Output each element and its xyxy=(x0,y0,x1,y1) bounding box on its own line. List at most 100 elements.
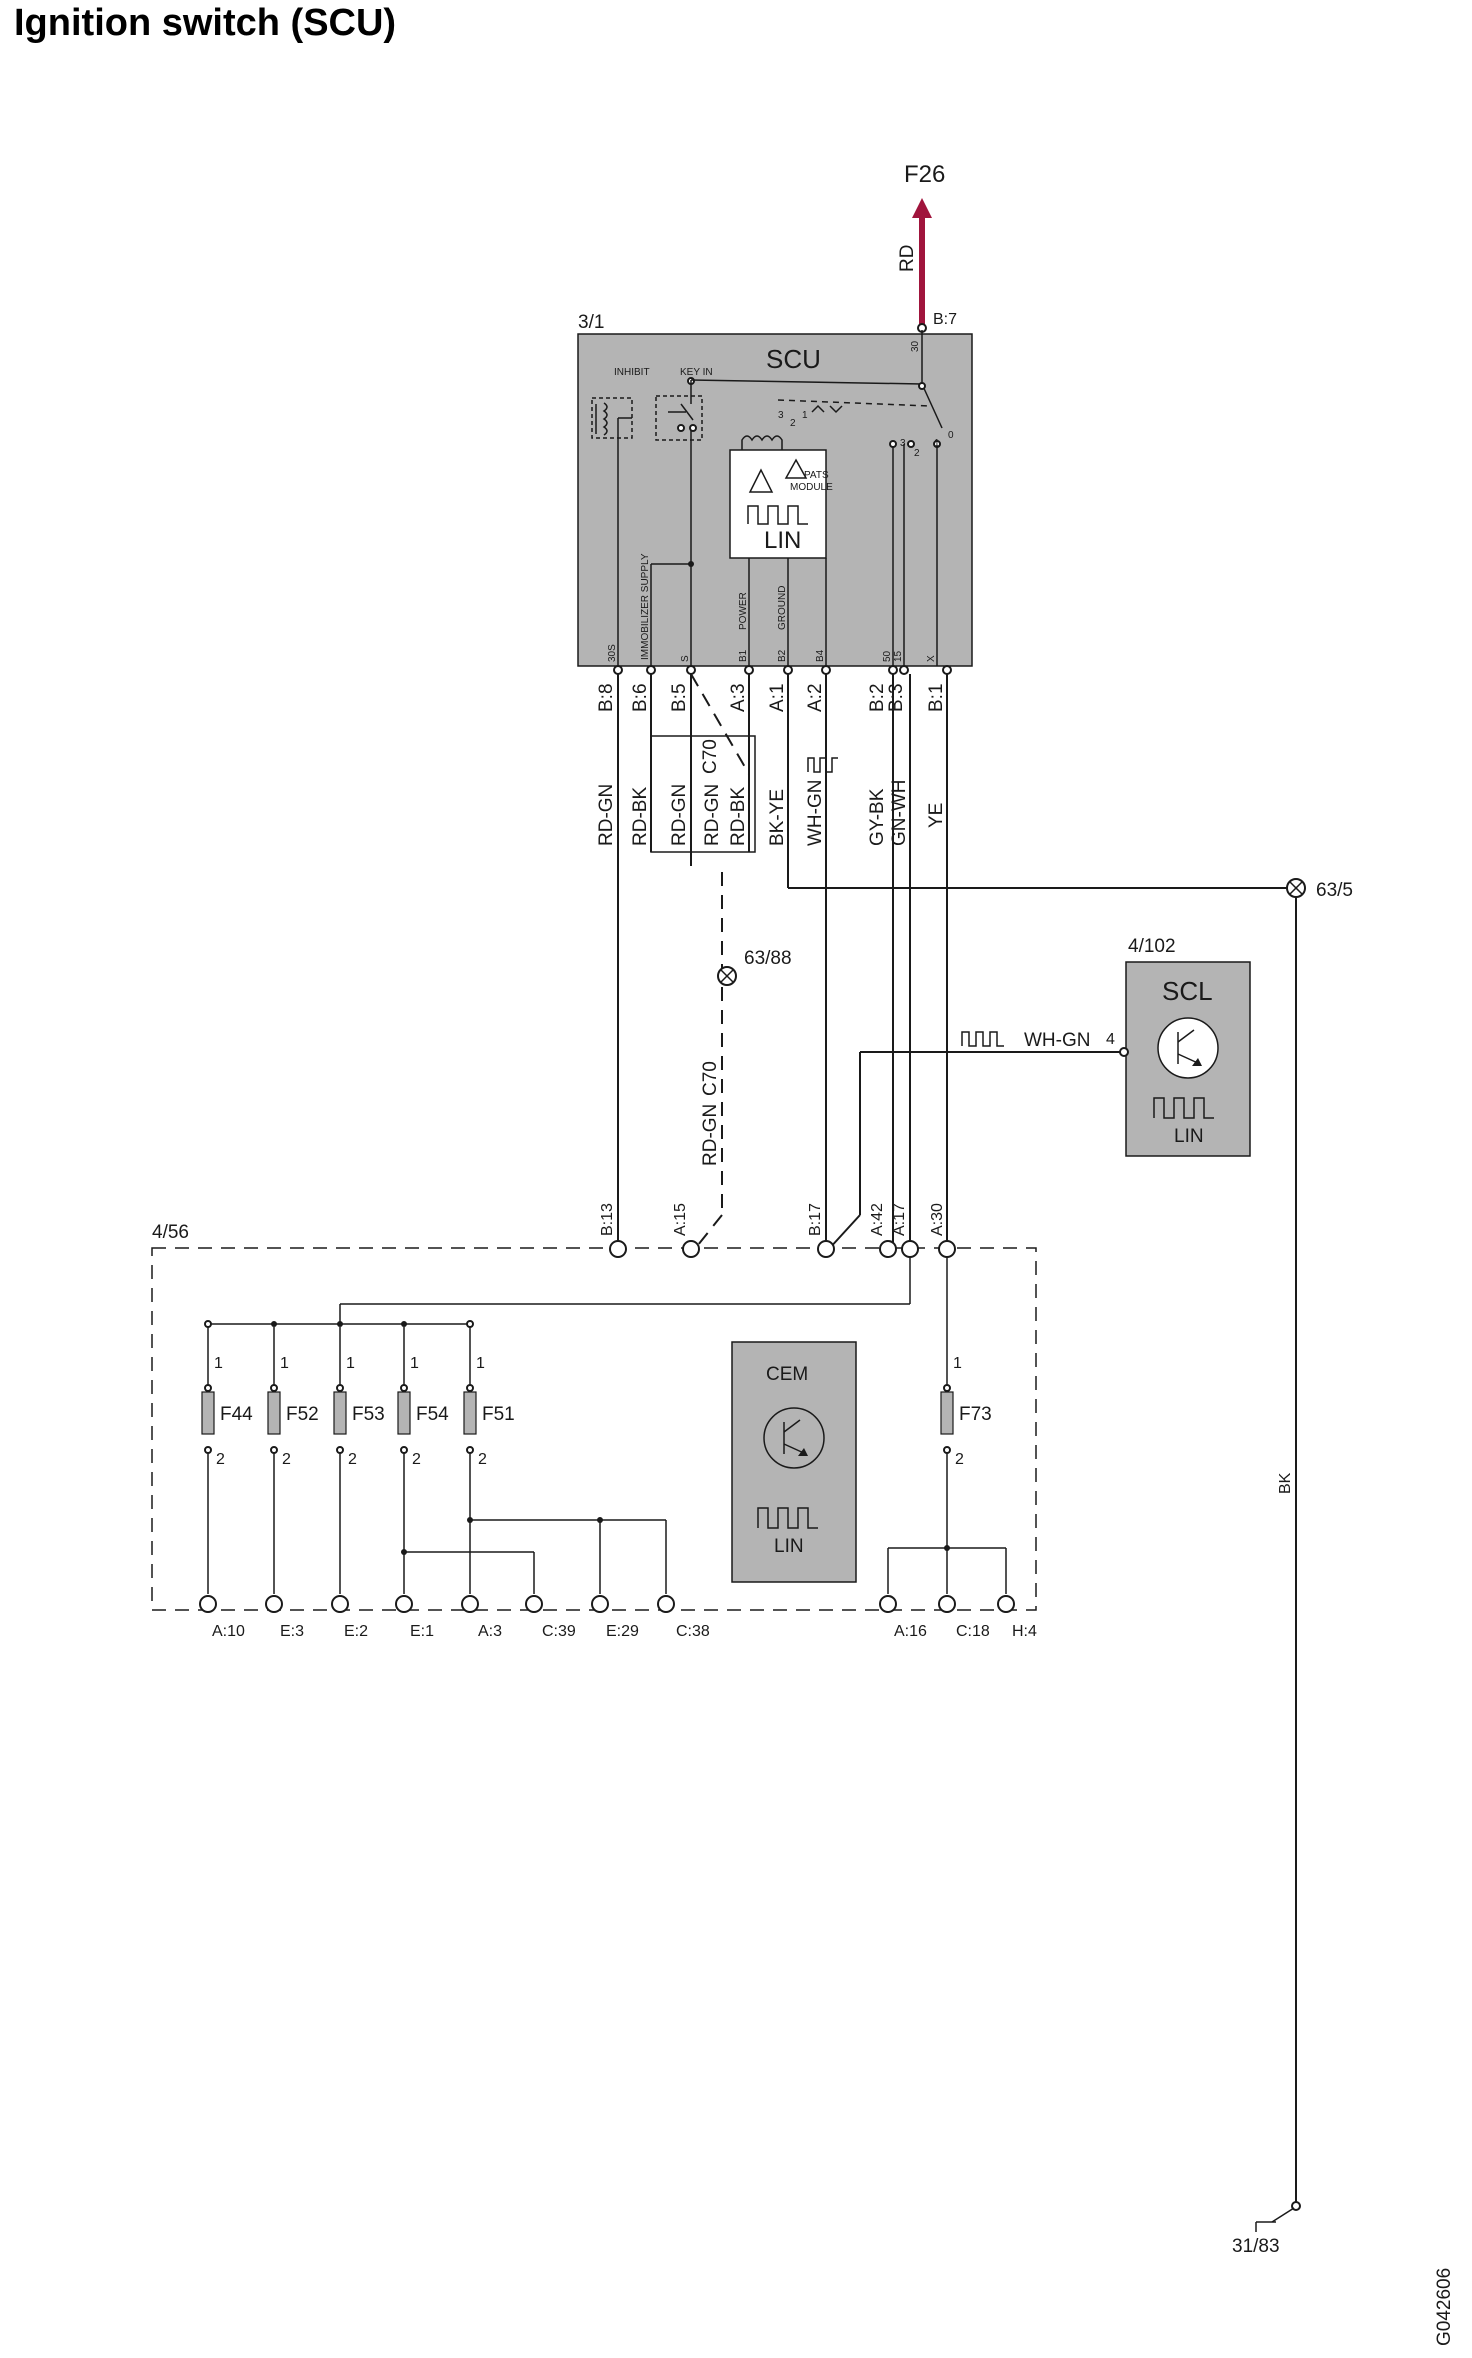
ground-63-5: 63/5 xyxy=(1286,878,1353,901)
cem-bottom-c18: C:18 xyxy=(956,1623,990,1640)
scu-pin-30s: 30S xyxy=(607,644,618,662)
pats-lin-label: LIN xyxy=(764,527,801,554)
scl-transistor-icon xyxy=(1157,1017,1219,1079)
warning-triangle-icon xyxy=(748,468,774,493)
f26-feed: F26 RD B:7 xyxy=(897,161,957,333)
ignition-rotary-switch-icon: 3 2 1 0 3 2 1 xyxy=(777,382,954,666)
wire-bk: BK xyxy=(1277,1472,1294,1494)
wire-gn-wh: GN-WH xyxy=(889,780,910,846)
f26-label: F26 xyxy=(904,161,945,188)
svg-text:1: 1 xyxy=(280,1355,289,1372)
cem-top-a17: A:17 xyxy=(891,1203,908,1236)
svg-text:1: 1 xyxy=(346,1355,355,1372)
ground-63-88: 63/88 xyxy=(717,948,792,986)
svg-text:2: 2 xyxy=(282,1451,291,1468)
cem-top-a30: A:30 xyxy=(929,1203,946,1236)
scu-id: 3/1 xyxy=(578,312,604,333)
c70-label-upper: C70 xyxy=(700,739,721,774)
fuse-f44: 1 F44 2 xyxy=(201,1320,253,1594)
conn-b3: B:3 xyxy=(886,683,907,712)
cem-top-a42: A:42 xyxy=(869,1203,886,1236)
wh-gn-lin-signal-icon xyxy=(807,757,838,773)
cem-top-b13: B:13 xyxy=(599,1203,616,1236)
fuse-f52: 1 F52 2 xyxy=(267,1321,319,1594)
conn-b6: B:6 xyxy=(630,683,651,712)
svg-text:1: 1 xyxy=(476,1355,485,1372)
power-label: POWER xyxy=(738,592,749,630)
scu-module: 3/1 SCU 30 INHIBIT KEY IN IMMOBILIZER SU… xyxy=(577,312,973,667)
wire-rd-gn-4: RD-GN xyxy=(700,1104,721,1166)
wire-gy-bk: GY-BK xyxy=(867,788,888,846)
scl-module: 4/102 SCL 4 LIN xyxy=(1106,936,1251,1157)
conn-a3: A:3 xyxy=(728,683,749,712)
cem-transistor-icon xyxy=(763,1407,825,1469)
fuse-f53: 1 F53 2 xyxy=(333,1327,385,1594)
wire-bk-ye: BK-YE xyxy=(767,789,788,846)
conn-b8: B:8 xyxy=(596,683,617,712)
scu-b7-label: B:7 xyxy=(933,311,957,328)
conn-b5: B:5 xyxy=(669,683,690,712)
switch-pos-0: 0 xyxy=(948,430,954,441)
harness-wires: C70 RD-GN RD-BK RD-GN RD-GN RD-BK C70 RD… xyxy=(596,673,1297,2204)
svg-text:F54: F54 xyxy=(416,1404,449,1425)
svg-text:2: 2 xyxy=(412,1451,421,1468)
cem-lin-label: LIN xyxy=(774,1536,804,1557)
cem-bottom-a16: A:16 xyxy=(894,1623,927,1640)
wire-rd-gn-2: RD-GN xyxy=(669,784,690,846)
cem-bottom-e3: E:3 xyxy=(280,1623,304,1640)
svg-text:2: 2 xyxy=(955,1451,964,1468)
c70-splice-box xyxy=(650,735,756,853)
cem-bottom-e29: E:29 xyxy=(606,1623,639,1640)
cem-boundary xyxy=(151,1247,1037,1611)
conn-b1: B:1 xyxy=(926,683,947,712)
cem-bottom-h4: H:4 xyxy=(1012,1623,1037,1640)
scl-lin-wave-icon xyxy=(1153,1097,1214,1119)
ground-63-88-label: 63/88 xyxy=(744,948,792,969)
svg-text:F52: F52 xyxy=(286,1404,319,1425)
cem-bottom-connectors: A:10 E:3 E:2 E:1 A:3 C:39 E:29 C:38 A:16… xyxy=(199,1595,1037,1640)
switch-pos-1: 1 xyxy=(802,410,808,421)
scu-pin-30: 30 xyxy=(910,340,921,352)
f26-wire-color: RD xyxy=(897,245,918,272)
conn-b2: B:2 xyxy=(867,683,888,712)
scu-pin-15: 15 xyxy=(893,650,904,662)
svg-text:2: 2 xyxy=(216,1451,225,1468)
wire-ye: YE xyxy=(926,803,947,828)
cem-id: 4/56 xyxy=(152,1222,189,1243)
wire-rd-gn-1: RD-GN xyxy=(596,784,617,846)
cem-bottom-a10: A:10 xyxy=(212,1623,245,1640)
svg-text:1: 1 xyxy=(214,1355,223,1372)
document-id: G042606 xyxy=(1434,2268,1455,2346)
fuse-f51: 1 F51 2 xyxy=(463,1320,667,1594)
wire-wh-gn-1: WH-GN xyxy=(805,780,826,846)
scu-harness-pins: B:8 B:6 B:5 A:3 A:1 A:2 B:2 B:3 B:1 xyxy=(596,665,952,773)
key-in-label: KEY IN xyxy=(680,367,713,378)
key-in-switch-icon xyxy=(655,395,703,441)
scl-lin-signal-icon xyxy=(961,1031,1004,1047)
pats-triangle-icon xyxy=(784,458,808,479)
ground-63-5-label: 63/5 xyxy=(1316,880,1353,901)
svg-text:F51: F51 xyxy=(482,1404,515,1425)
ground-31-83-label: 31/83 xyxy=(1232,2236,1280,2257)
cem-name: CEM xyxy=(766,1364,808,1385)
pats-lin-signal-icon xyxy=(747,505,808,525)
svg-text:1: 1 xyxy=(410,1355,419,1372)
inhibit-label: INHIBIT xyxy=(614,367,650,378)
c70-label-lower: C70 xyxy=(700,1061,721,1096)
conn-a1: A:1 xyxy=(767,683,788,712)
scu-pin-b1: B1 xyxy=(738,649,749,662)
wire-rd-bk-1: RD-BK xyxy=(630,787,651,846)
cem-bottom-c39: C:39 xyxy=(542,1623,576,1640)
cem-module: 4/56 B:13 A:15 B:17 A:42 A:17 A:30 1 F44 xyxy=(151,1203,1037,1640)
wire-wh-gn-2: WH-GN xyxy=(1024,1030,1090,1051)
switch-pos-2: 2 xyxy=(790,418,796,429)
lower-pos-3: 3 xyxy=(900,438,906,449)
scu-pin-s: S xyxy=(680,655,691,662)
fuse-f73: 1 F73 2 xyxy=(887,1257,1007,1594)
svg-text:2: 2 xyxy=(478,1451,487,1468)
cem-top-b17: B:17 xyxy=(807,1203,824,1236)
cem-lin-wave-icon xyxy=(757,1507,818,1529)
scu-pin-b4: B4 xyxy=(815,649,826,662)
wire-rd-gn-3: RD-GN xyxy=(702,784,723,846)
